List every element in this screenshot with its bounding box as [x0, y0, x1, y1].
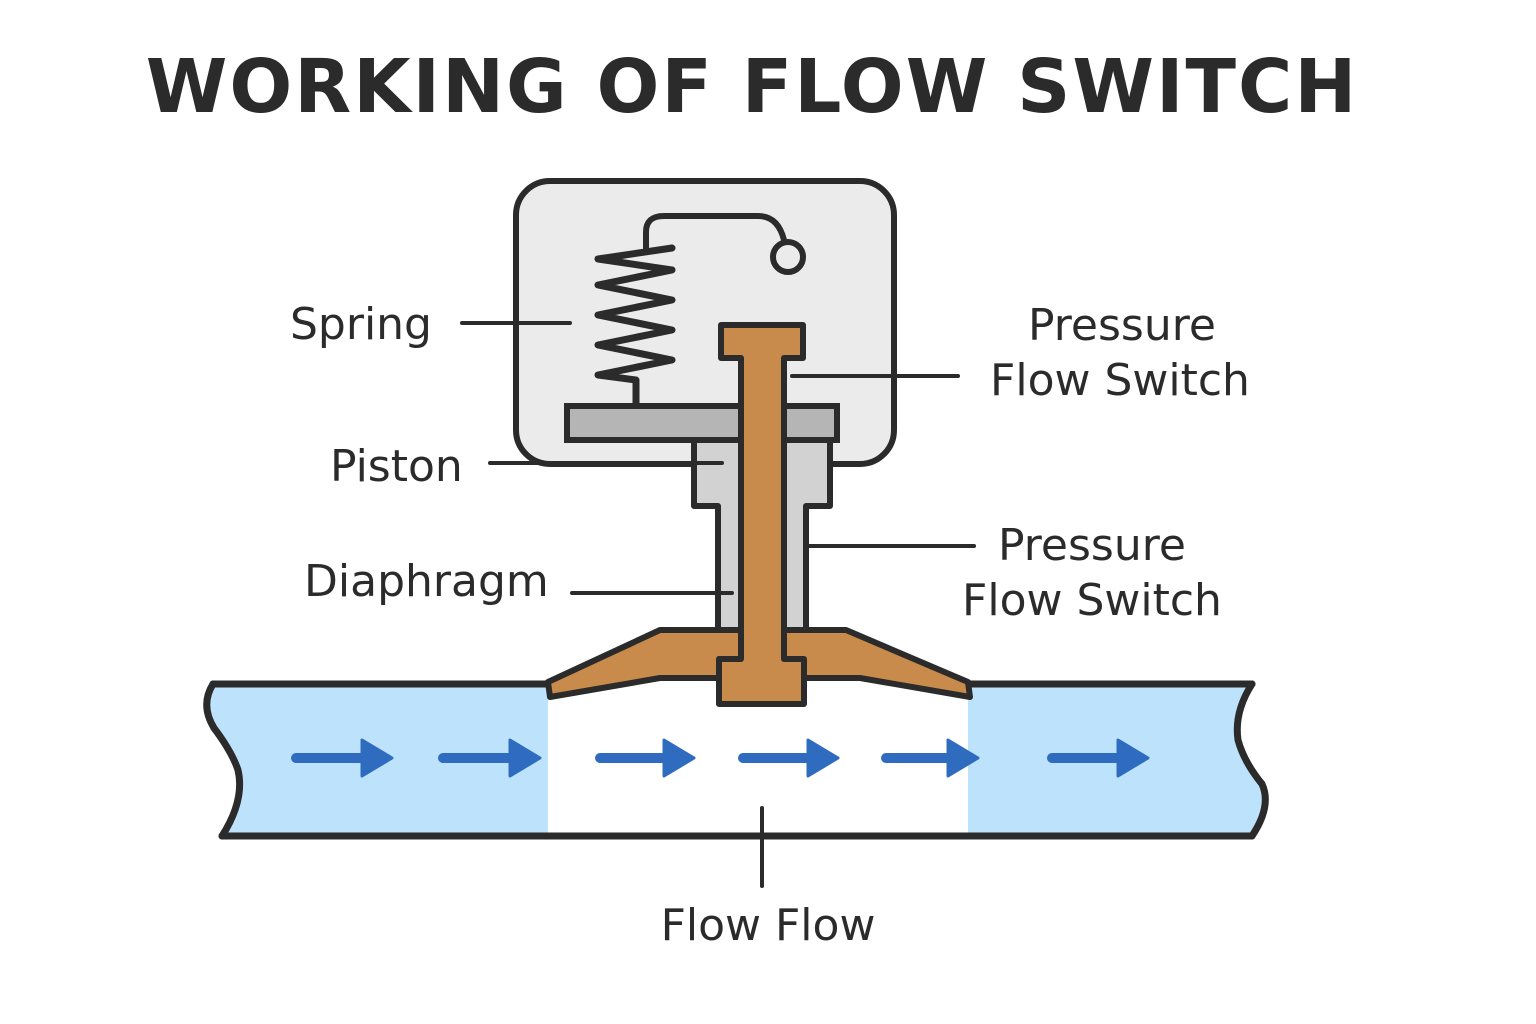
label-spring: Spring [290, 299, 432, 350]
label-pressure-switch-top-1: Pressure [1028, 300, 1216, 351]
flow-arrow-icon [1047, 738, 1150, 778]
spring-icon [594, 244, 676, 408]
actuator-stem [716, 322, 807, 707]
spring-wire [643, 213, 787, 251]
contact-terminal-icon [770, 239, 806, 275]
flow-arrow-icon [291, 738, 394, 778]
label-flow: Flow Flow [661, 900, 876, 951]
diagram-title: WORKING OF FLOW SWITCH [145, 44, 1359, 130]
flow-arrow-icon [738, 738, 840, 778]
flow-arrows [291, 738, 1150, 778]
pipe-left-break [203, 680, 244, 840]
label-pressure-switch-mid-1: Pressure [998, 520, 1186, 571]
flow-arrow-icon [595, 738, 696, 778]
pipe-right-break [1233, 680, 1269, 840]
label-diaphragm: Diaphragm [304, 556, 549, 607]
label-pressure-switch-mid-2: Flow Switch [962, 575, 1222, 626]
flow-arrow-icon [881, 738, 980, 778]
piston-plate [564, 403, 840, 443]
flow-arrow-icon [438, 738, 542, 778]
label-pressure-switch-top-2: Flow Switch [990, 355, 1250, 406]
label-piston: Piston [330, 441, 463, 492]
